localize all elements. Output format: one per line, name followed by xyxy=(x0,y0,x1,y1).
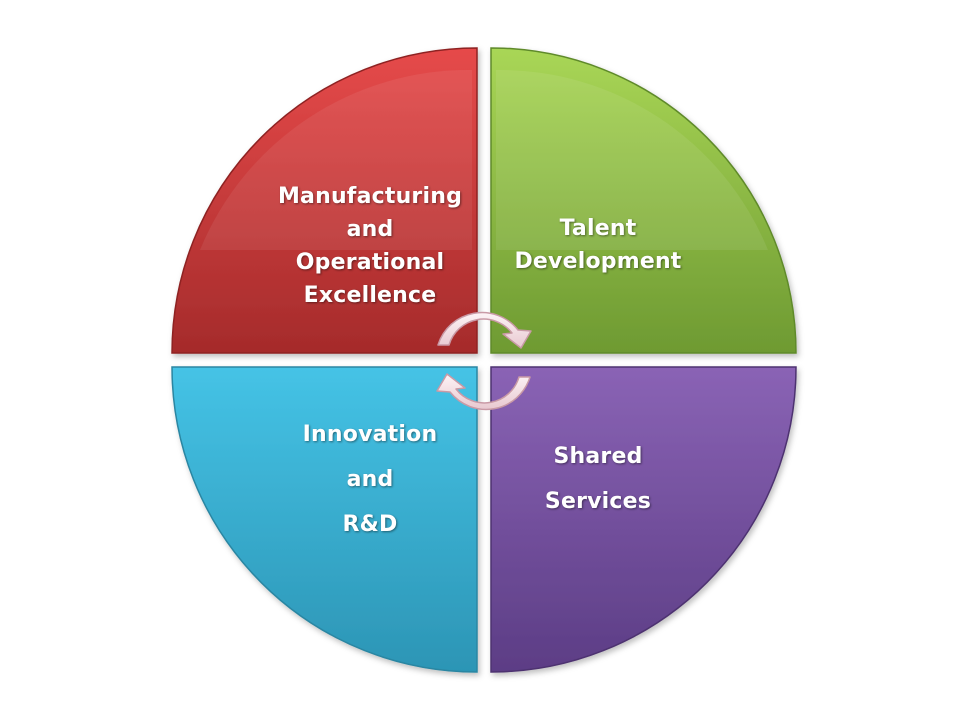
innovation-line-1: Innovation xyxy=(302,422,438,447)
manufacturing-line-4: Excellence xyxy=(303,283,437,308)
quadrant-manufacturing-gloss xyxy=(200,69,472,251)
manufacturing-line-3: Operational xyxy=(295,250,445,275)
cycle-arrow-lower xyxy=(436,373,531,411)
shared-line-2: Services xyxy=(544,489,652,514)
cycle-arrow-upper xyxy=(437,311,532,349)
quadrant-talent-gloss xyxy=(496,69,768,251)
quadrant-shared-label: Shared Services xyxy=(510,434,686,524)
quadrant-talent xyxy=(490,47,797,354)
talent-line-2: Development xyxy=(514,249,682,274)
innovation-line-2: and xyxy=(346,467,394,492)
quadrant-manufacturing xyxy=(171,47,478,354)
quadrant-innovation xyxy=(171,366,478,673)
talent-line-1: Talent xyxy=(559,216,637,241)
quadrant-manufacturing-label: Manufacturing and Operational Excellence xyxy=(270,180,470,312)
cycle-arrows-icon xyxy=(436,311,532,411)
manufacturing-line-2: and xyxy=(346,217,394,242)
quadrant-talent-label: Talent Development xyxy=(500,212,696,278)
manufacturing-line-1: Manufacturing xyxy=(277,184,463,209)
quadrant-shared xyxy=(490,366,797,673)
innovation-line-3: R&D xyxy=(342,512,398,537)
quadrant-innovation-label: Innovation and R&D xyxy=(280,412,460,547)
shared-line-1: Shared xyxy=(553,444,643,469)
